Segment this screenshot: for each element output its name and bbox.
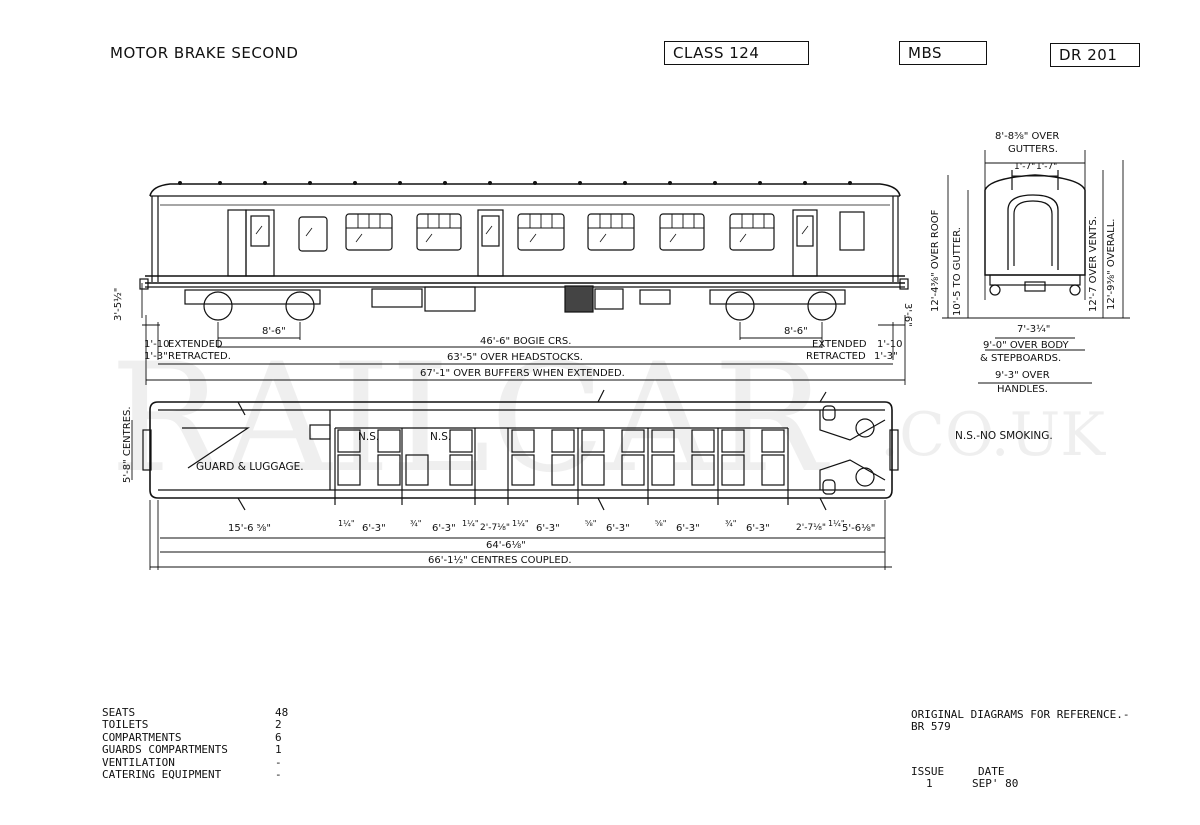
no-smoking-key: N.S.-NO SMOKING.	[955, 430, 1053, 442]
dim-overall: 12'-9⅜" OVERALL.	[1106, 218, 1117, 310]
plan-dim: 6'-3"	[606, 523, 630, 534]
plan-dim: 1¼"	[338, 519, 355, 528]
plan-dim: 1¼"	[512, 519, 529, 528]
plan-dim: ¾"	[725, 519, 737, 528]
issue-value: 1	[926, 777, 933, 790]
dim-bogie-width: 7'-3¼"	[1017, 324, 1051, 335]
plan-dim: 6'-3"	[746, 523, 770, 534]
plan-dim: 6'-3"	[362, 523, 386, 534]
dim-bogie-left: 8'-6"	[262, 326, 286, 337]
dim-ret-right-value: 1'-3"	[874, 351, 898, 362]
side-elevation	[139, 181, 909, 321]
plan-dim: 2'-7⅛"	[796, 523, 827, 533]
guard-luggage-label: GUARD & LUGGAGE.	[196, 461, 304, 473]
dim-over-buffers: 67'-1" OVER BUFFERS WHEN EXTENDED.	[420, 368, 625, 379]
plan-dim: 1¼"	[462, 519, 479, 528]
no-smoking-label-2: N.S.	[430, 431, 452, 443]
reference-line-1: ORIGINAL DIAGRAMS FOR REFERENCE.-	[911, 708, 1130, 721]
dim-ext-left-value: 1'-10	[144, 339, 170, 350]
plan-dim: 6'-3"	[676, 523, 700, 534]
plan-dimension-lines	[131, 420, 892, 570]
dim-over-gutters: 8'-8⅜" OVER	[995, 131, 1060, 142]
dim-stepboards: & STEPBOARDS.	[980, 353, 1062, 364]
dim-gutters-label: GUTTERS.	[1008, 144, 1058, 155]
vehicle-code-box: MBS	[899, 41, 987, 65]
plan-dim: 6'-3"	[536, 523, 560, 534]
watermark-suffix: .CO.UK	[880, 400, 1106, 470]
dim-gutter-a: 1'-7"	[1014, 162, 1036, 172]
dim-ext-right-value: 1'-10	[877, 339, 903, 350]
dim-bogie-right: 8'-6"	[784, 326, 808, 337]
stats-row: VENTILATION-	[102, 755, 282, 769]
dim-ext-left-label: EXTENDED	[168, 339, 223, 350]
class-box: CLASS 124	[664, 41, 809, 65]
reference-line-2: BR 579	[911, 720, 951, 733]
dim-centres-coupled: 66'-1½" CENTRES COUPLED.	[428, 555, 572, 566]
dim-handles-label: HANDLES.	[997, 384, 1048, 395]
dim-buffer-height: 3'-6"	[902, 303, 913, 327]
dim-body-length: 64'-6⅛"	[486, 540, 526, 551]
issue-label: ISSUE	[911, 765, 945, 778]
plan-view	[142, 389, 899, 511]
dim-centres: 5'-8" CENTRES.	[122, 406, 133, 483]
end-elevation	[984, 170, 1086, 296]
end-dimension-lines	[942, 150, 1130, 384]
plan-dim: 1¼"	[828, 519, 845, 528]
dim-over-headstocks: 63'-5" OVER HEADSTOCKS.	[447, 352, 583, 363]
plan-dim: 6'-3"	[432, 523, 456, 534]
dim-height-left: 3'-5½"	[113, 287, 124, 321]
date-label: DATE	[978, 765, 1005, 778]
dim-ret-left-label: RETRACTED.	[168, 351, 231, 362]
dim-ext-right-label: EXTENDED	[812, 339, 867, 350]
plan-dim: 5'-6⅛"	[842, 523, 876, 534]
plan-dim: ⅝"	[655, 519, 667, 528]
side-dimension-lines	[141, 283, 906, 385]
dim-over-roof: 12'-4⅜" OVER ROOF	[930, 209, 941, 312]
diagram-number-box: DR 201	[1050, 43, 1140, 67]
plan-dim: ⅝"	[585, 519, 597, 528]
dim-ret-left-value: 1'-3"	[144, 351, 168, 362]
plan-dim: 15'-6 ⅝"	[228, 523, 271, 534]
plan-dim: 2'-7⅛"	[480, 523, 511, 533]
no-smoking-label-1: N.S.	[358, 431, 380, 443]
watermark-main: RAILCAR	[110, 332, 830, 506]
dim-over-handles: 9'-3" OVER	[995, 370, 1050, 381]
dim-over-vents: 12'-7 OVER VENTS.	[1088, 216, 1099, 312]
dim-over-body: 9'-0" OVER BODY	[983, 340, 1069, 351]
stats-row: CATERING EQUIPMENT-	[102, 768, 282, 782]
plan-dim: ¾"	[410, 519, 422, 528]
dim-ret-right-label: RETRACTED	[806, 351, 866, 362]
drawing-title: MOTOR BRAKE SECOND	[110, 44, 299, 62]
date-value: SEP' 80	[972, 777, 1019, 790]
dim-to-gutter: 10'-5 TO GUTTER.	[952, 227, 963, 316]
dim-gutter-b: 1'-7"	[1036, 162, 1058, 172]
dim-bogie-centres: 46'-6" BOGIE CRS.	[480, 336, 572, 347]
